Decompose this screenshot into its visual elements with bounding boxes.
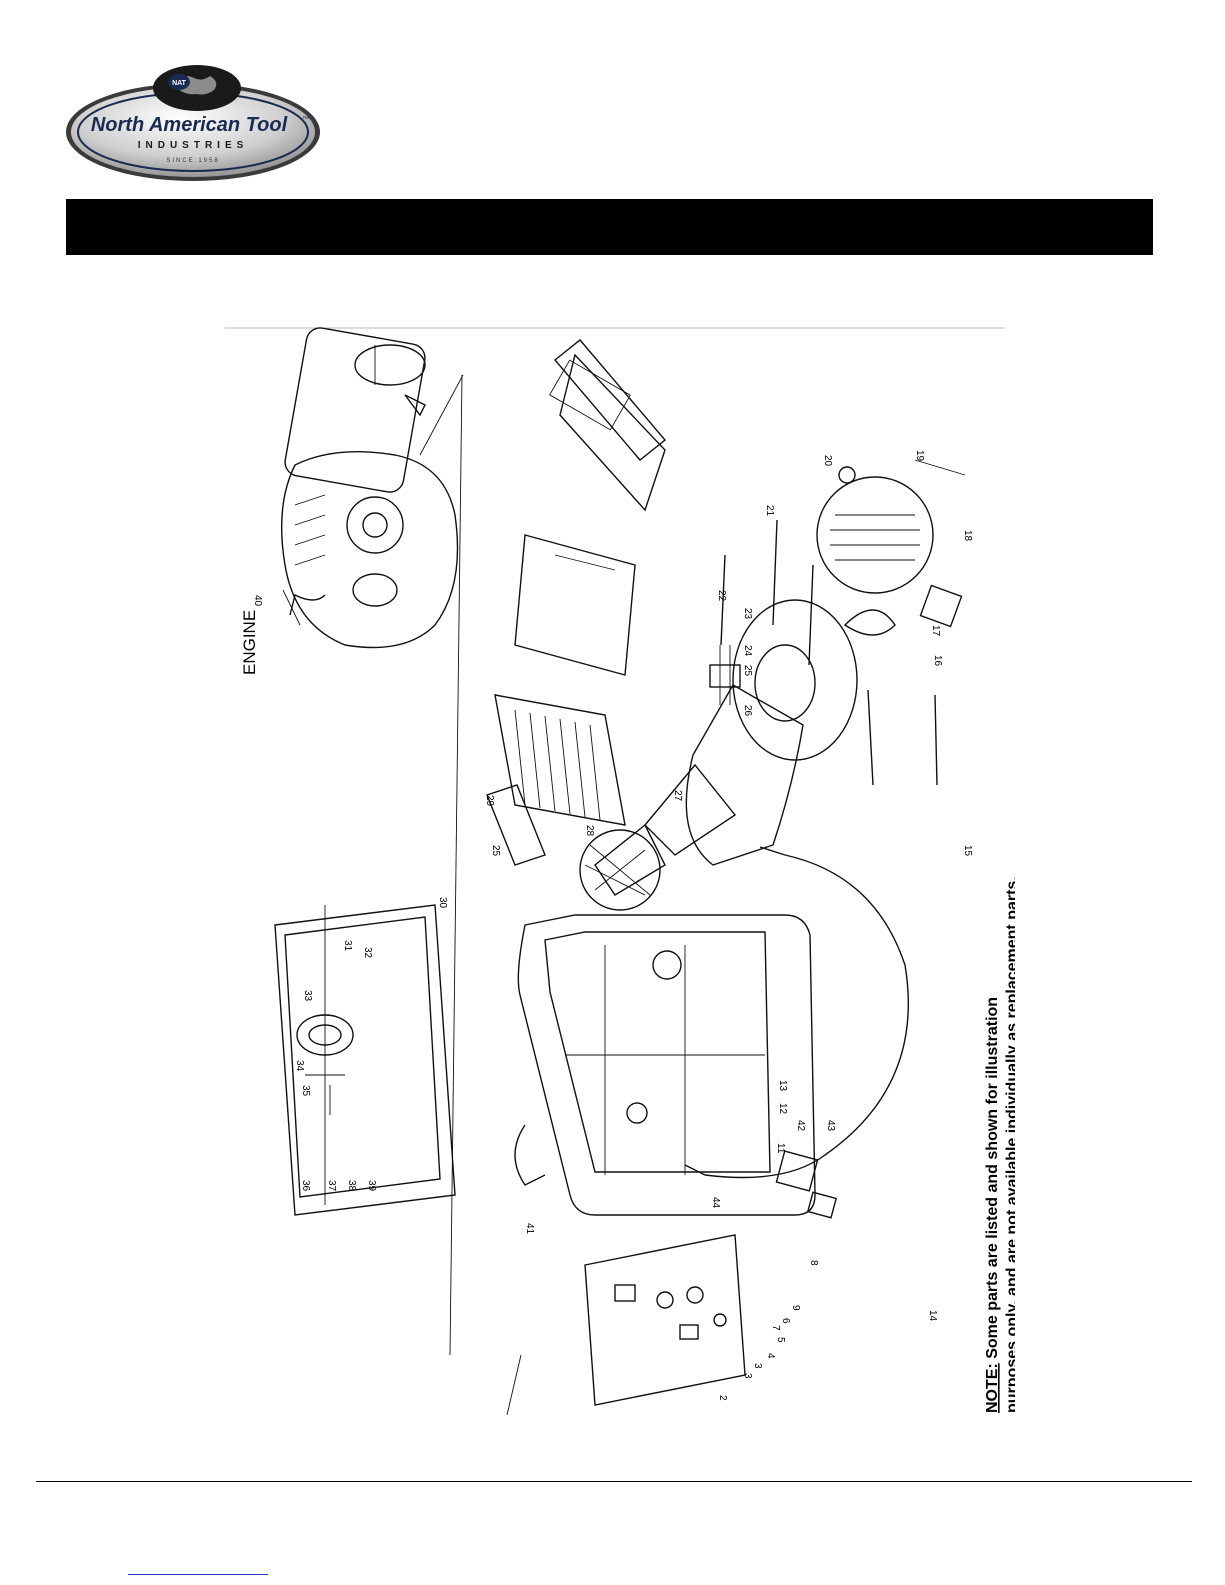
note: NOTE: Some parts are listed and shown fo… <box>984 876 1015 1413</box>
note-line1: Some parts are listed and shown for illu… <box>984 997 1001 1363</box>
callout-label: 35 <box>300 1085 311 1097</box>
callout-label: 14 <box>927 1310 938 1322</box>
callout-label: 15 <box>962 845 973 857</box>
callout-label: 12 <box>777 1103 788 1115</box>
callout-label: 30 <box>437 897 448 909</box>
footer-link-underline[interactable] <box>128 1574 268 1575</box>
svg-text:NOTE: Some parts are listed an: NOTE: Some parts are listed and shown fo… <box>984 997 1001 1413</box>
company-logo: NAT North American Tool ™ INDUSTRIES SIN… <box>66 65 320 181</box>
callout-label: 3 <box>742 1373 753 1379</box>
generator-drawing <box>579 599 858 911</box>
callout-label: 16 <box>932 655 943 667</box>
logo-name: North American Tool <box>91 114 288 136</box>
callout-label: 7 <box>770 1325 781 1331</box>
callout-label: 39 <box>366 1180 377 1192</box>
note-line2: purposes only, and are not available ind… <box>1004 876 1015 1413</box>
callout-label: 24 <box>742 645 753 657</box>
callout-label: 32 <box>362 947 373 959</box>
callout-label: 41 <box>524 1223 535 1235</box>
control-panel-drawing <box>584 1234 746 1406</box>
engine-drawing <box>280 327 459 649</box>
callout-label: 27 <box>672 790 683 802</box>
callout-label: 2 <box>717 1395 728 1401</box>
callout-label: 4 <box>765 1353 776 1359</box>
callout-label: 17 <box>930 625 941 637</box>
callout-label: 5 <box>775 1337 786 1343</box>
callout-label: 33 <box>302 990 313 1002</box>
callout-label: 6 <box>780 1318 791 1324</box>
callout-label: 19 <box>914 450 925 462</box>
callout-label: 20 <box>822 455 833 467</box>
callout-label: 3 <box>752 1363 763 1369</box>
callout-label: 9 <box>790 1305 801 1311</box>
callout-label: 25 <box>490 845 501 857</box>
note-prefix: NOTE: <box>984 1363 1001 1413</box>
callout-label: 31 <box>342 940 353 952</box>
callout-label: 37 <box>326 1180 337 1192</box>
callout-label: 26 <box>742 705 753 717</box>
logo-industries: INDUSTRIES <box>138 140 249 151</box>
logo-tm: ™ <box>302 116 309 123</box>
callout-labels: 2 3 3 4 5 6 7 8 9 11 12 13 14 15 16 17 1… <box>252 450 973 1401</box>
exploded-parts-diagram: ENGINE <box>225 327 1015 1416</box>
footer-rule <box>36 1481 1192 1482</box>
callout-label: 34 <box>294 1060 305 1072</box>
callout-label: 21 <box>764 505 775 517</box>
callout-label: 36 <box>300 1180 311 1192</box>
logo-badge: NAT <box>172 80 187 87</box>
brush-assembly-drawing <box>709 645 741 705</box>
callout-label: 13 <box>777 1080 788 1092</box>
end-cover-drawing <box>816 459 966 636</box>
callout-label: 42 <box>795 1120 806 1132</box>
callout-label: 28 <box>584 825 595 837</box>
callout-label: 25 <box>742 665 753 677</box>
title-bar <box>66 199 1153 255</box>
shroud-panel-drawing <box>514 339 667 676</box>
callout-label: 18 <box>962 530 973 542</box>
callout-label: 11 <box>775 1143 786 1154</box>
callout-label: 44 <box>710 1197 721 1209</box>
callout-label: 8 <box>808 1260 819 1266</box>
engine-heading: ENGINE <box>240 610 259 675</box>
shroud-drawing <box>684 846 909 1179</box>
fuel-tank-drawing <box>274 904 456 1216</box>
frame-drawing <box>514 914 816 1216</box>
muffler-drawing <box>486 694 626 866</box>
bolts-drawing <box>720 519 938 786</box>
callout-label: 23 <box>742 608 753 620</box>
callout-label: 29 <box>484 795 495 807</box>
callout-label: 40 <box>252 595 263 607</box>
logo-since: SINCE 1958 <box>166 158 219 164</box>
outlet-drawing <box>775 1150 838 1219</box>
callout-label: 43 <box>825 1120 836 1132</box>
callout-label: 38 <box>346 1180 357 1192</box>
callout-label: 22 <box>716 590 727 602</box>
